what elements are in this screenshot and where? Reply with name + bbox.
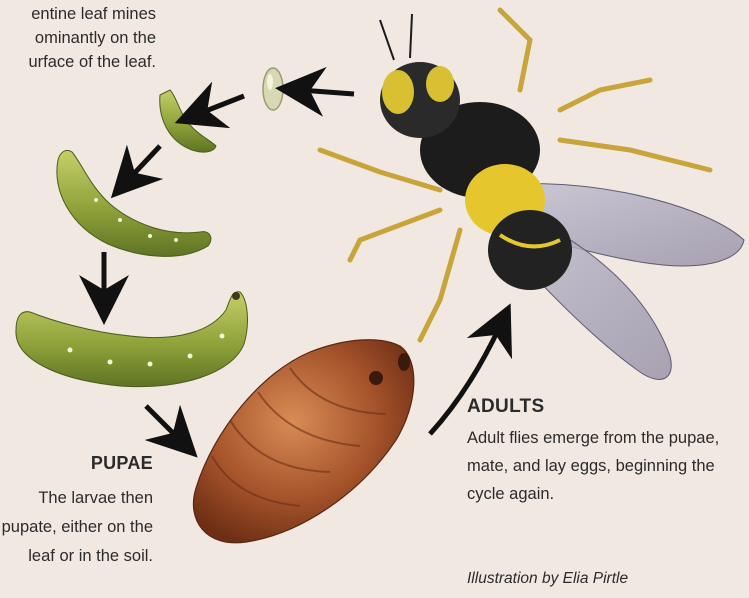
arrow-larva-to-larva-medium bbox=[128, 146, 160, 180]
arrow-egg-to-larva bbox=[198, 96, 244, 114]
larva-medium bbox=[57, 150, 211, 256]
pupa bbox=[193, 340, 413, 543]
adults-title: ADULTS bbox=[467, 396, 544, 418]
adults-description: Adult flies emerge from the pupae, mate,… bbox=[467, 424, 727, 508]
arrow-larva-to-pupa bbox=[146, 406, 180, 440]
egg bbox=[263, 68, 283, 110]
illustration-credit: Illustration by Elia Pirtle bbox=[467, 570, 628, 588]
larva-small bbox=[160, 90, 216, 152]
pupae-description: The larvae then pupate, either on the le… bbox=[0, 484, 153, 571]
intro-caption: entine leaf mines ominantly on the urfac… bbox=[0, 2, 156, 74]
adult-fly bbox=[320, 10, 744, 379]
pupae-title: PUPAE bbox=[91, 453, 153, 474]
arrow-fly-to-egg bbox=[300, 90, 354, 94]
larva-large bbox=[16, 292, 248, 387]
